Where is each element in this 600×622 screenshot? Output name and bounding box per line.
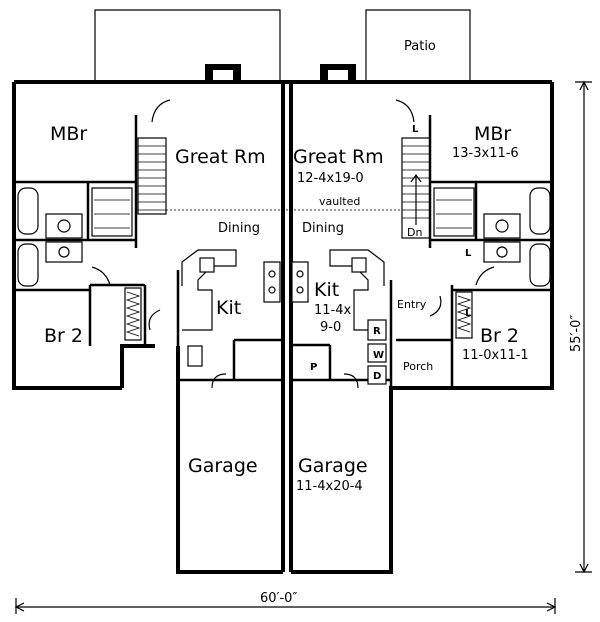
patio-right [365,9,471,80]
door-swings [91,99,495,389]
label-kit-right: Kit [314,279,339,301]
label-dim-width: 60′-0″ [260,591,297,606]
label-br2-left: Br 2 [44,325,83,347]
label-washer: W [373,350,384,361]
label-great-right-dim: 12-4x19-0 [297,171,364,186]
label-dn: Dn [407,226,422,239]
label-dryer: D [373,371,381,382]
label-patio: Patio [404,39,436,54]
closet-right-br2 [455,291,473,339]
label-great-right: Great Rm [293,146,384,168]
kitchen-right [291,249,387,385]
label-mbr-left: MBr [50,123,87,145]
label-dining-left: Dining [218,221,260,236]
label-garage-right: Garage [298,455,368,477]
label-kit-right-dim1: 11-4x [314,303,352,318]
chimney-right [320,64,356,84]
label-entry: Entry [397,298,427,311]
label-linen-2: L [465,248,472,259]
label-pantry: P [310,362,317,373]
dimension-depth [575,80,592,574]
label-mbr-right-dim: 13-3x11-6 [452,146,519,161]
label-dining-right: Dining [302,221,344,236]
label-br2-right: Br 2 [480,325,519,347]
bath-right [433,187,551,287]
stair-right [401,137,431,239]
bath-left [17,187,133,287]
label-refrigerator: R [373,326,381,337]
chimney-left [205,64,241,84]
label-porch: Porch [403,360,433,373]
label-vaulted: vaulted [319,195,360,208]
dimension-width [14,598,557,614]
label-dim-depth: 55′-0″ [569,315,584,352]
label-great-left: Great Rm [175,146,266,168]
label-kit-right-dim2: 9-0 [320,320,341,335]
patio-left [94,9,281,80]
label-garage-right-dim: 11-4x20-4 [296,479,363,494]
interior-walls-left [14,115,283,382]
label-mbr-right: MBr [474,123,511,145]
closet-left-br2 [124,287,142,341]
stair-left [137,137,167,215]
kitchen-left [181,249,281,367]
label-linen-3: L [465,308,472,319]
label-kit-left: Kit [216,297,241,319]
exterior-walls [12,80,554,574]
label-garage-left: Garage [188,455,258,477]
label-br2-right-dim: 11-0x11-1 [462,348,529,363]
label-linen-1: L [412,124,419,135]
